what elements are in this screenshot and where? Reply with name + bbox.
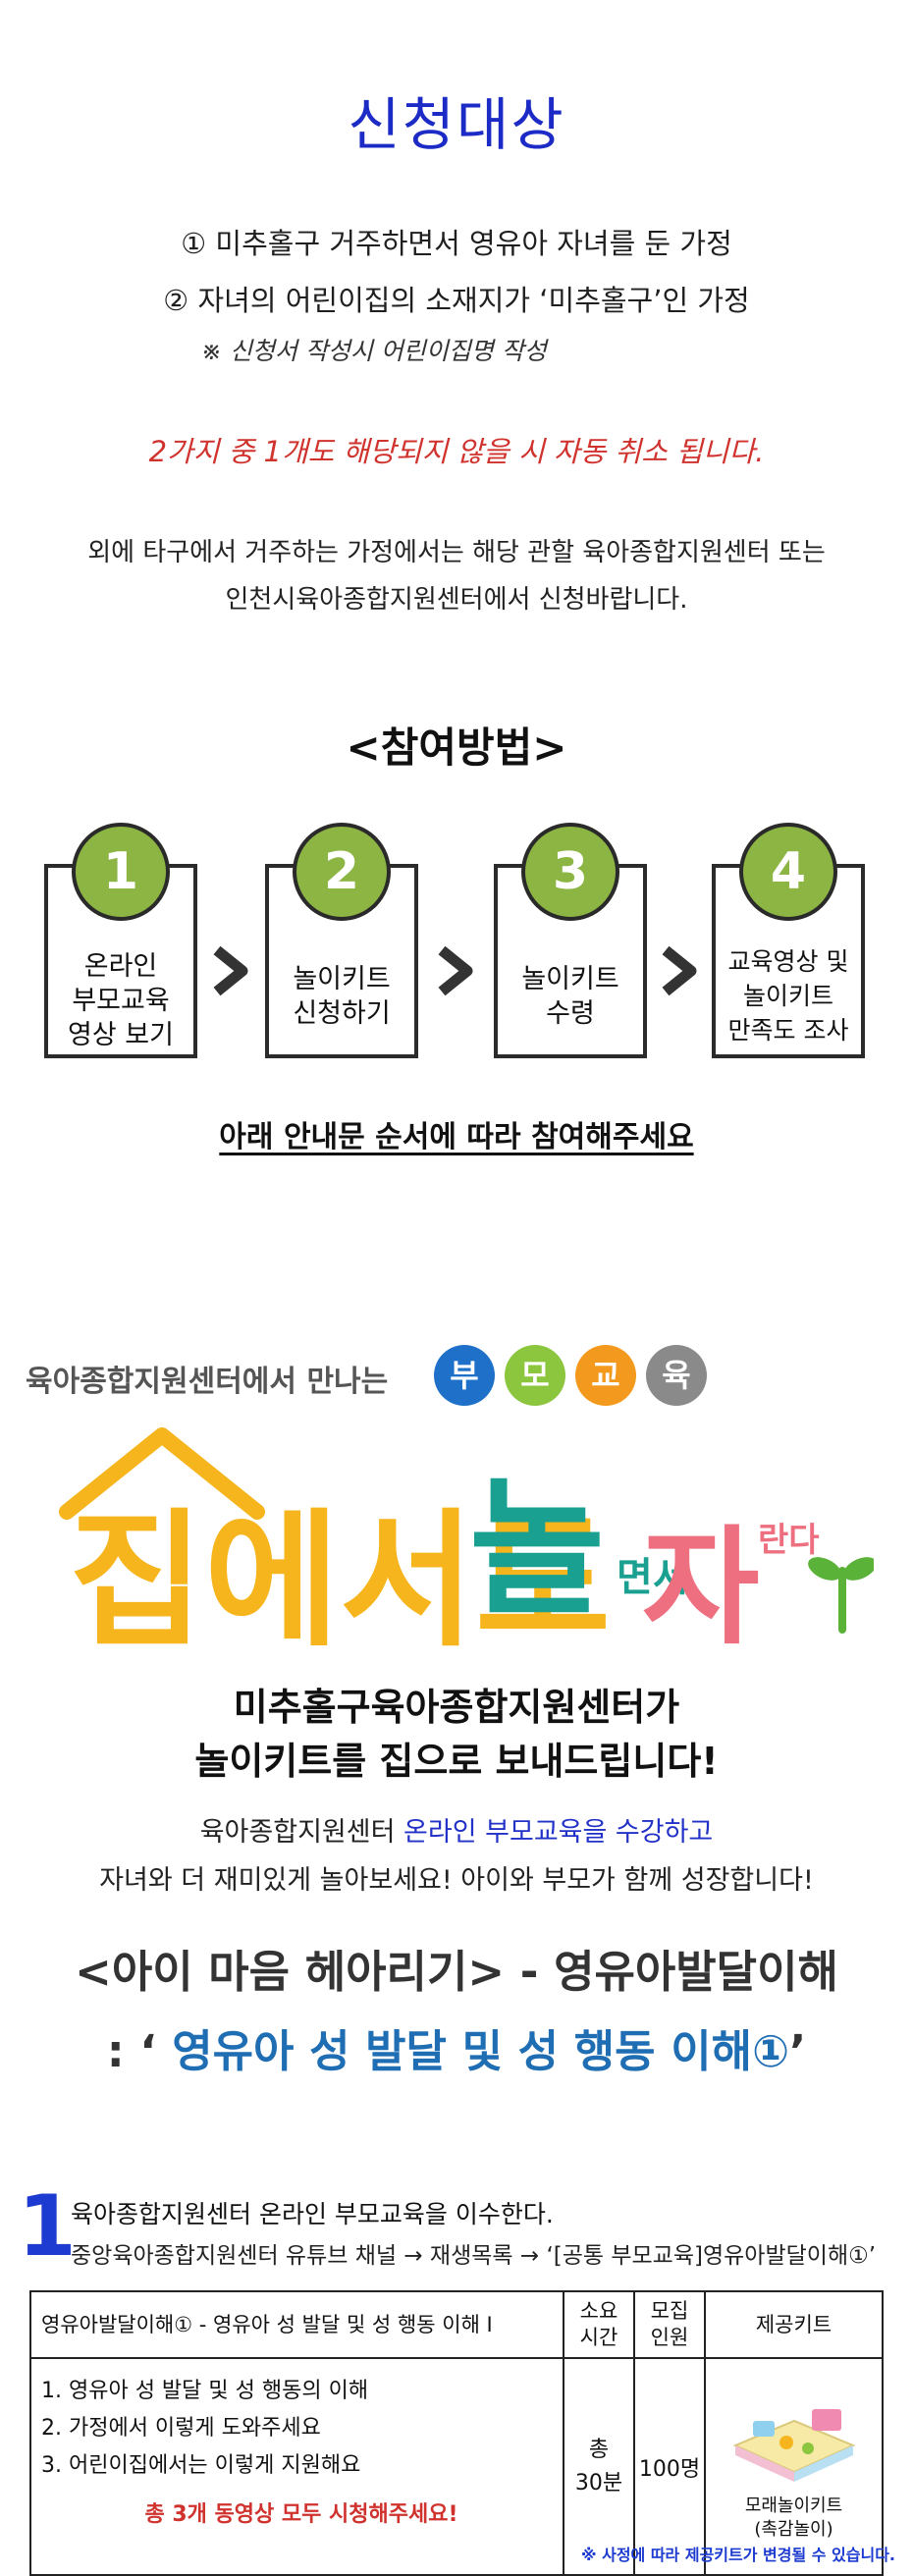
- course-item-2: 2. 가정에서 이렇게 도와주세요: [41, 2416, 321, 2441]
- kit-name: 모래놀이키트 (촉감놀이): [744, 2496, 843, 2540]
- condition-1: ① 미추홀구 거주하면서 영유아 자녀를 둔 가정: [181, 227, 732, 260]
- condition-2: ② 자녀의 어린이집의 소재지가 ‘미추홀구’인 가정: [163, 284, 750, 317]
- table-cell-duration: 총 30분: [563, 2357, 635, 2576]
- cancel-notice: 2가지 중 1개도 해당되지 않을 시 자동 취소 됩니다.: [148, 435, 765, 468]
- table-row: 1. 영유아 성 발달 및 성 행동의 이해 2. 가정에서 이렇게 도와주세요…: [29, 2357, 884, 2576]
- headline-part1: 집에서도: [69, 1496, 611, 1667]
- chevron-right-icon: [438, 945, 473, 996]
- method-title: <참여방법>: [346, 724, 567, 772]
- kit-change-notice: ※ 사정에 따라 제공키트가 변경될 수 있습니다.: [580, 2546, 895, 2564]
- badge-gyo: 교: [575, 1345, 636, 1406]
- headline-part3-small: 란다: [758, 1521, 820, 1560]
- course-subtitle: : ‘ 영유아 성 발달 및 성 행동 이해①’: [106, 2025, 807, 2077]
- badge-yuk: 육: [646, 1345, 707, 1406]
- desc-highlight: 온라인 부모교육을 수강하고: [403, 1817, 714, 1848]
- send-line-2: 놀이키트를 집으로 보내드립니다!: [194, 1740, 719, 1783]
- table-header-kit: 제공키트: [704, 2290, 884, 2359]
- chevron-right-icon: [662, 945, 697, 996]
- step-label-3: 놀이키트 수령: [521, 964, 619, 1029]
- step-one-text: 육아종합지원센터 온라인 부모교육을 이수한다.: [71, 2200, 554, 2228]
- meet-text: 육아종합지원센터에서 만나는: [26, 1365, 389, 1399]
- table-cell-kit: 모래놀이키트 (촉감놀이): [704, 2357, 884, 2576]
- desc-line-1: 육아종합지원센터 온라인 부모교육을 수강하고: [199, 1817, 714, 1848]
- step-one-number: 1: [18, 2177, 77, 2276]
- step-number-4: 4: [739, 823, 837, 921]
- step-number-1: 1: [72, 823, 170, 921]
- step-number-3: 3: [521, 823, 619, 921]
- watch-all-notice: 총 3개 동영상 모두 시청해주세요!: [144, 2502, 458, 2527]
- kit-table: 영유아발달이해① - 영유아 성 발달 및 성 행동 이해 I 소요 시간 모집…: [29, 2290, 884, 2576]
- participation-guide: 아래 안내문 순서에 따라 참여해주세요: [219, 1120, 694, 1154]
- table-header-capacity: 모집 인원: [633, 2290, 706, 2359]
- course-item-3: 3. 어린이집에서는 이렇게 지원해요: [41, 2453, 361, 2478]
- course-item-1: 1. 영유아 성 발달 및 성 행동의 이해: [41, 2379, 369, 2403]
- eligibility-title: 신청대상: [348, 91, 565, 158]
- desc-line-2: 자녀와 더 재미있게 놀아보세요! 아이와 부모가 함께 성장합니다!: [99, 1865, 814, 1896]
- other-area-line-1: 외에 타구에서 거주하는 가정에서는 해당 관할 육아종합지원센터 또는: [87, 538, 826, 567]
- step-label-2: 놀이키트 신청하기: [293, 964, 391, 1029]
- headline-part3: 자: [642, 1513, 760, 1662]
- other-area-line-2: 인천시육아종합지원센터에서 신청바랍니다.: [225, 585, 688, 615]
- badge-bu: 부: [434, 1345, 495, 1406]
- course-title: <아이 마음 헤아리기> - 영유아발달이해: [75, 1946, 838, 1998]
- headline-part2-small: 면서: [617, 1555, 689, 1600]
- table-header-duration: 소요 시간: [563, 2290, 635, 2359]
- sand-kit-image: [731, 2409, 856, 2482]
- roof-icon: [59, 1427, 265, 1520]
- condition-note: ※ 신청서 작성시 어린이집명 작성: [201, 337, 547, 365]
- headline-part2: 놀: [469, 1465, 605, 1636]
- step-label-4: 교육영상 및 놀이키트 만족도 조사: [727, 947, 849, 1045]
- chevron-right-icon: [213, 945, 248, 996]
- table-cell-course: 1. 영유아 성 발달 및 성 행동의 이해 2. 가정에서 이렇게 도와주세요…: [29, 2357, 564, 2576]
- sprout-icon: [808, 1557, 874, 1634]
- headline-logo: 집에서도 놀 면서 자 란다: [59, 1427, 874, 1667]
- send-line-1: 미추홀구육아종합지원센터가: [233, 1686, 680, 1729]
- step-box-4: [712, 864, 865, 1058]
- table-header-course: 영유아발달이해① - 영유아 성 발달 및 성 행동 이해 I: [29, 2290, 564, 2359]
- table-cell-capacity: 100명: [633, 2357, 706, 2576]
- step-number-2: 2: [293, 823, 391, 921]
- step-label-1: 온라인 부모교육 영상 보기: [68, 951, 174, 1050]
- badge-mo: 모: [505, 1345, 565, 1406]
- step-one-path: 중앙육아종합지원센터 유튜브 채널 → 재생목록 → ‘[공통 부모교육]영유아…: [71, 2243, 877, 2269]
